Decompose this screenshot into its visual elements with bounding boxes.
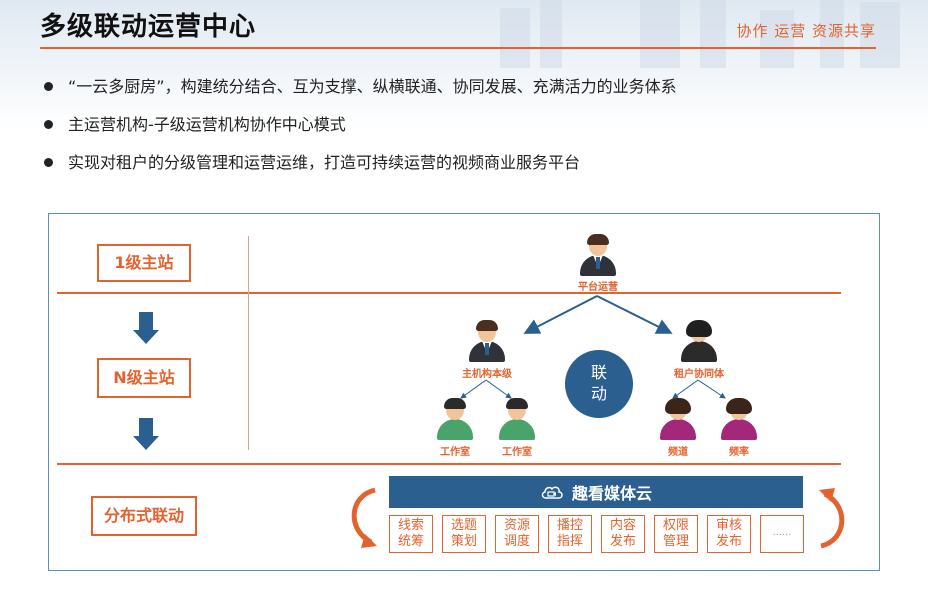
distributed-linkage-box: 分布式联动 [91, 496, 197, 536]
linkage-circle: 联 动 [565, 350, 633, 418]
multi-level-diagram: 1级主站 N级主站 分布式联动 平台运营 主机构本级 [48, 213, 880, 571]
platform-name: 趣看媒体云 [571, 484, 652, 503]
role-label-studio: 工作室 [440, 447, 470, 458]
media-cloud-platform-bar: 趣看媒体云 [389, 476, 803, 508]
frequency-avatar-icon [719, 398, 759, 440]
function-line: 发布 [715, 534, 742, 549]
platform-ops-avatar-icon [578, 234, 618, 276]
function-box-permission-management: 权限 管理 [654, 515, 698, 553]
role-label-studio: 工作室 [502, 447, 532, 458]
function-line: 指挥 [556, 534, 583, 549]
title-divider [40, 47, 876, 49]
bullet-text: “一云多厨房”，构建统分结合、互为支撑、纵横联通、协同发展、充满活力的业务体系 [68, 77, 677, 96]
column-divider [248, 236, 249, 450]
page-title: 多级联动运营中心 [40, 12, 257, 42]
down-arrow-icon [133, 312, 159, 346]
org-connector-lines [460, 295, 726, 399]
level-divider [57, 463, 841, 465]
function-box-clue-coordination: 线索 统筹 [389, 515, 433, 553]
linkage-char: 动 [590, 384, 607, 403]
level-divider [57, 292, 841, 294]
function-box-topic-planning: 选题 策划 [442, 515, 486, 553]
curved-arrow-left-icon [351, 487, 377, 548]
down-arrow-icon [133, 418, 159, 452]
function-line: 发布 [609, 534, 636, 549]
function-line: 选题 [450, 518, 477, 533]
role-label-tenant-collab: 租户协同体 [674, 369, 724, 380]
levelN-station-box: N级主站 [97, 358, 191, 398]
function-box-broadcast-command: 播控 指挥 [548, 515, 592, 553]
function-line: 管理 [662, 534, 689, 549]
channel-avatar-icon [658, 398, 698, 440]
linkage-char: 联 [590, 363, 607, 382]
bullet-dot [44, 82, 53, 91]
role-label-host-org: 主机构本级 [462, 369, 512, 380]
function-line: 内容 [609, 518, 636, 533]
bullet-dot [44, 120, 53, 129]
studio-avatar-icon [435, 398, 475, 440]
header-banner-background [0, 0, 928, 130]
page-tagline: 协作 运营 资源共享 [736, 22, 876, 40]
function-box-review-publish: 审核 发布 [707, 515, 751, 553]
host-org-avatar-icon [467, 320, 507, 362]
function-line: 线索 [397, 518, 424, 533]
bullet-item: “一云多厨房”，构建统分结合、互为支撑、纵横联通、协同发展、充满活力的业务体系 [44, 76, 677, 114]
bullet-text: 主运营机构-子级运营机构协作中心模式 [68, 115, 346, 134]
cloud-camera-icon [541, 486, 563, 499]
function-line: 调度 [503, 534, 530, 549]
bullet-list: “一云多厨房”，构建统分结合、互为支撑、纵横联通、协同发展、充满活力的业务体系 … [44, 76, 677, 190]
function-line: 权限 [662, 518, 689, 533]
bullet-item: 主运营机构-子级运营机构协作中心模式 [44, 114, 677, 152]
role-label-channel: 频道 [668, 447, 688, 458]
studio-avatar-icon [497, 398, 537, 440]
role-label-platform-ops: 平台运营 [578, 282, 618, 293]
tenant-collab-avatar-icon [679, 320, 719, 362]
bullet-item: 实现对租户的分级管理和运营运维，打造可持续运营的视频商业服务平台 [44, 152, 677, 190]
function-line: 资源 [503, 518, 530, 533]
function-box-more: ...... [760, 515, 804, 553]
function-line: 策划 [450, 534, 477, 549]
function-line: 统筹 [397, 534, 424, 549]
function-box-resource-scheduling: 资源 调度 [495, 515, 539, 553]
bullet-text: 实现对租户的分级管理和运营运维，打造可持续运营的视频商业服务平台 [68, 153, 581, 172]
bullet-dot [44, 158, 53, 167]
function-box-content-publish: 内容 发布 [601, 515, 645, 553]
level1-station-box: 1级主站 [97, 244, 191, 282]
function-line: 审核 [715, 518, 742, 533]
function-line: 播控 [556, 518, 583, 533]
curved-arrow-right-icon [819, 488, 845, 549]
role-label-frequency: 频率 [729, 447, 749, 458]
